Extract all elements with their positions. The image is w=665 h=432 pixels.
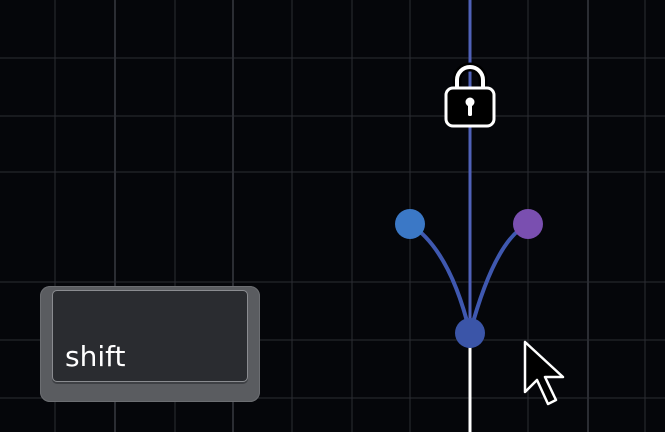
shift-key: shift	[40, 286, 260, 402]
control-node-right[interactable]	[513, 209, 543, 239]
mouse-cursor-icon	[523, 340, 565, 406]
shift-key-label: shift	[65, 340, 126, 373]
curve-segment-right[interactable]	[468, 222, 529, 334]
lock-icon[interactable]	[444, 62, 496, 128]
shift-key-face: shift	[52, 290, 248, 382]
control-node-left[interactable]	[395, 209, 425, 239]
control-node-bottom[interactable]	[455, 318, 485, 348]
curve-segment-left[interactable]	[408, 222, 472, 334]
